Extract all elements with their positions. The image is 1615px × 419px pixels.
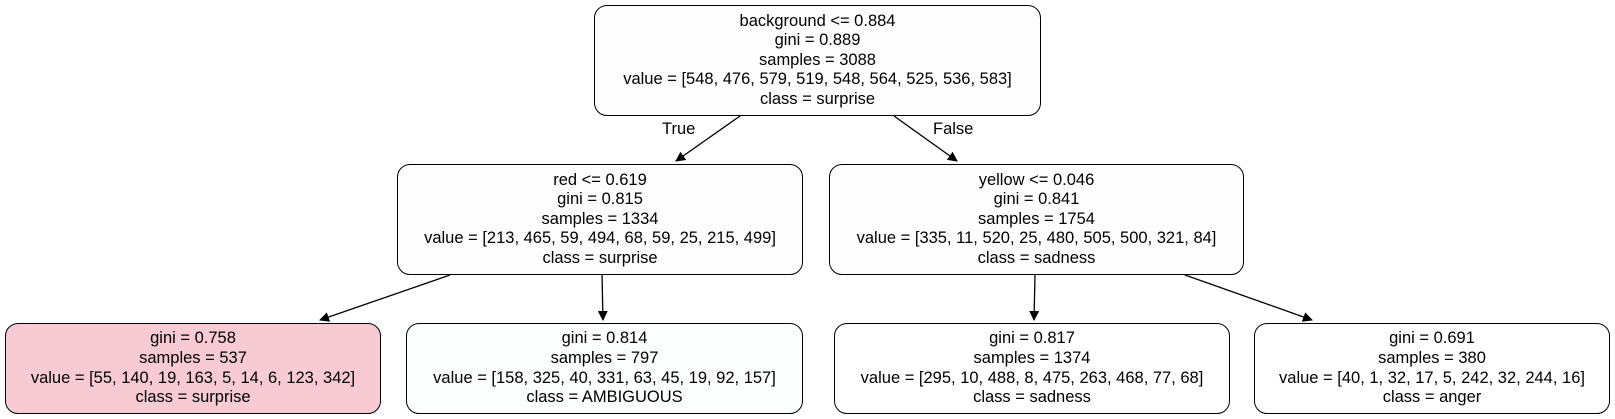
node-samples: samples = 797 [550, 348, 659, 367]
tree-leaf-sadness: gini = 0.817 samples = 1374 value = [295… [834, 323, 1230, 414]
edge-red-to-leaf-surprise [319, 274, 451, 322]
node-samples: samples = 537 [139, 348, 247, 367]
node-gini: gini = 0.691 [1389, 329, 1475, 348]
node-gini: gini = 0.841 [993, 190, 1080, 209]
edge-label-true: True [662, 120, 696, 138]
node-gini: gini = 0.889 [774, 31, 861, 50]
node-split: yellow <= 0.046 [978, 170, 1095, 189]
node-samples: samples = 1754 [978, 209, 1095, 228]
node-split: red <= 0.619 [553, 170, 647, 189]
edge-root-to-red [675, 115, 741, 162]
edge-root-to-yellow [893, 115, 958, 162]
node-class: class = sadness [977, 248, 1096, 267]
tree-leaf-surprise: gini = 0.758 samples = 537 value = [55, … [5, 323, 381, 414]
tree-node-yellow-split: yellow <= 0.046 gini = 0.841 samples = 1… [829, 164, 1244, 275]
node-value: value = [335, 11, 520, 25, 480, 505, 500… [856, 229, 1217, 248]
node-value: value = [40, 1, 32, 17, 5, 242, 32, 244,… [1279, 368, 1585, 387]
node-samples: samples = 3088 [759, 50, 876, 69]
node-split: background <= 0.884 [739, 11, 896, 30]
node-value: value = [55, 140, 19, 163, 5, 14, 6, 123… [30, 368, 356, 387]
node-gini: gini = 0.758 [150, 329, 236, 348]
node-samples: samples = 1374 [973, 348, 1091, 367]
node-gini: gini = 0.817 [989, 329, 1075, 348]
node-class: class = anger [1382, 388, 1482, 407]
node-value: value = [213, 465, 59, 494, 68, 59, 25, … [424, 229, 776, 248]
node-class: class = surprise [135, 388, 251, 407]
node-class: class = sadness [973, 388, 1091, 407]
edge-yellow-to-leaf-sadness [1029, 274, 1040, 321]
tree-leaf-anger: gini = 0.691 samples = 380 value = [40, … [1254, 323, 1610, 414]
tree-node-root: background <= 0.884 gini = 0.889 samples… [594, 5, 1041, 116]
node-samples: samples = 1334 [541, 209, 659, 228]
node-samples: samples = 380 [1378, 348, 1486, 367]
node-gini: gini = 0.815 [557, 190, 643, 209]
node-value: value = [158, 325, 40, 331, 63, 45, 19, … [433, 368, 776, 387]
edge-red-to-leaf-ambiguous [597, 274, 608, 321]
node-class: class = surprise [759, 89, 876, 108]
edge-yellow-to-leaf-anger [1184, 274, 1313, 322]
edge-label-false: False [933, 120, 974, 138]
node-class: class = AMBIGUOUS [526, 388, 683, 407]
node-value: value = [295, 10, 488, 8, 475, 263, 468,… [860, 368, 1204, 387]
tree-node-red-split: red <= 0.619 gini = 0.815 samples = 1334… [397, 164, 803, 275]
node-value: value = [548, 476, 579, 519, 548, 564, 5… [623, 70, 1012, 89]
tree-leaf-ambiguous: gini = 0.814 samples = 797 value = [158,… [406, 323, 803, 414]
node-gini: gini = 0.814 [561, 329, 648, 348]
node-class: class = surprise [542, 248, 658, 267]
